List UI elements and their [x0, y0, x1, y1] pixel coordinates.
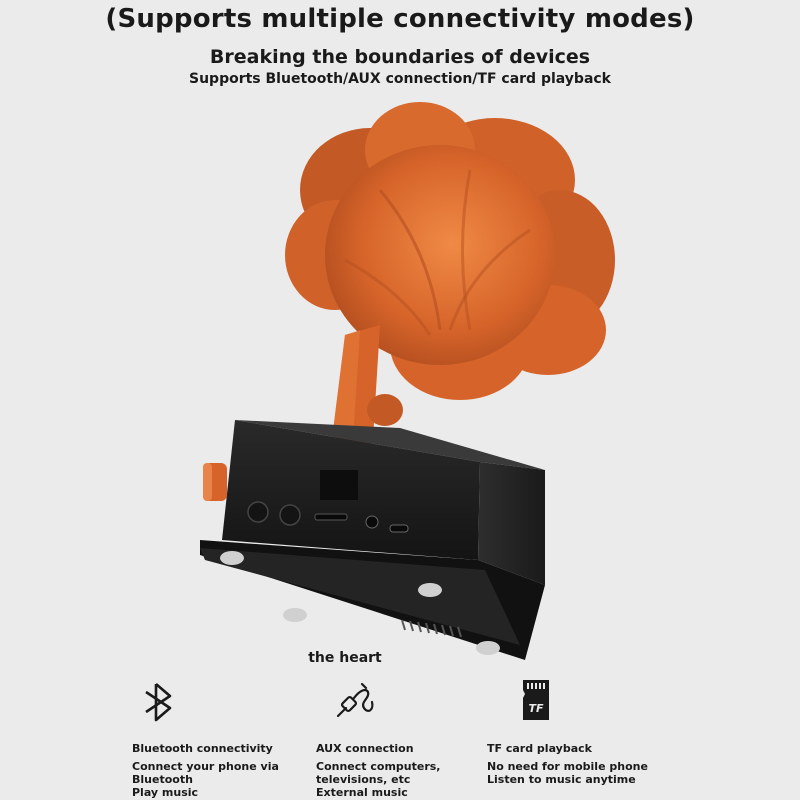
feature-bluetooth: Bluetooth connectivity Connect your phon… — [132, 676, 332, 799]
product-caption: the heart — [308, 650, 382, 666]
tf-card-icon: TF — [523, 680, 549, 720]
feature-title: AUX connection — [316, 742, 414, 755]
feature-tf-card: TF TF card playback No need for mobile p… — [487, 676, 687, 786]
speaker-body — [200, 420, 545, 660]
subheadline: Breaking the boundaries of devices — [209, 46, 591, 68]
horn — [285, 102, 615, 473]
bluetooth-icon — [145, 683, 172, 722]
feature-line: Listen to music anytime — [487, 773, 636, 786]
feature-description: Connect computers, televisions, etc Exte… — [316, 760, 516, 799]
feature-title: Bluetooth connectivity — [132, 742, 273, 755]
feature-line: televisions, etc — [316, 773, 411, 786]
feature-line: Connect your phone via — [132, 760, 279, 773]
feature-line: Bluetooth — [132, 773, 193, 786]
feature-description: No need for mobile phone Listen to music… — [487, 760, 687, 786]
feature-line: External music — [316, 786, 408, 799]
feature-line: Connect computers, — [316, 760, 441, 773]
connectivity-summary: Supports Bluetooth/AUX connection/TF car… — [189, 71, 611, 87]
aux-cable-icon — [336, 682, 374, 718]
headline: (Supports multiple connectivity modes) — [105, 4, 695, 34]
feature-line: No need for mobile phone — [487, 760, 648, 773]
tf-card-label: TF — [528, 702, 544, 715]
feature-description: Connect your phone via Bluetooth Play mu… — [132, 760, 332, 799]
gramophone-speaker-image — [200, 102, 615, 660]
feature-aux: AUX connection Connect computers, televi… — [316, 676, 516, 799]
feature-title: TF card playback — [487, 742, 592, 755]
feature-line: Play music — [132, 786, 199, 799]
